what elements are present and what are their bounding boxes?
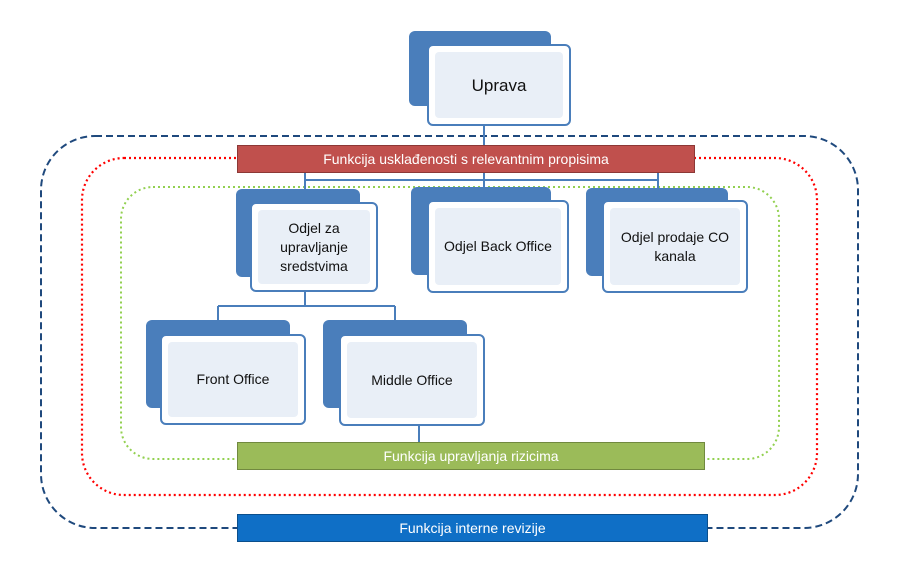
back-office-node: Odjel Back Office: [411, 187, 569, 293]
back-office-label: Odjel Back Office: [444, 238, 552, 254]
middle-office-node: Middle Office: [323, 320, 485, 426]
front-office-label: Front Office: [196, 371, 270, 387]
compliance-function-label: Funkcija usklađenosti s relevantnim prop…: [323, 151, 609, 167]
sales-co-label: Odjel prodaje CO kanala: [620, 228, 730, 264]
audit-boundary: [40, 135, 859, 529]
connectors: [217, 126, 659, 442]
front-office-node: Front Office: [146, 320, 306, 425]
middle-office-label: Middle Office: [371, 371, 453, 388]
uprava-node: Uprava: [409, 31, 571, 126]
asset-management-label: Odjel za upravljanje sredstvima: [280, 219, 348, 274]
audit-function-bar: Funkcija interne revizije: [237, 514, 708, 542]
risk-function-bar: Funkcija upravljanja rizicima: [237, 442, 705, 470]
sales-co-node: Odjel prodaje CO kanala: [586, 188, 748, 293]
compliance-function-bar: Funkcija usklađenosti s relevantnim prop…: [237, 145, 695, 173]
uprava-label: Uprava: [471, 75, 527, 95]
audit-function-label: Funkcija interne revizije: [399, 520, 546, 536]
asset-management-node: Odjel za upravljanje sredstvima: [236, 189, 378, 292]
risk-function-label: Funkcija upravljanja rizicima: [383, 448, 559, 464]
